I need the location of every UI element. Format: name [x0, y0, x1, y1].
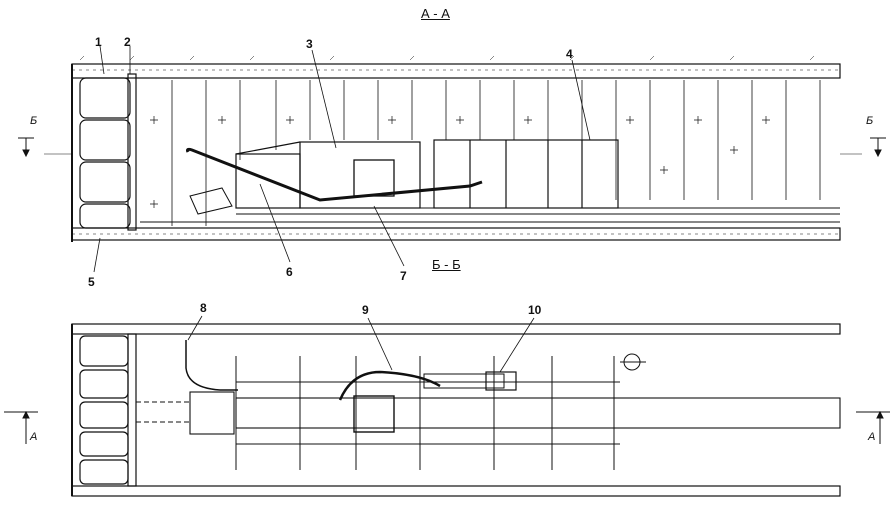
- plan-conveyor: [136, 391, 841, 435]
- plan-shield: [79, 333, 137, 487]
- cut-label-a-left: А: [30, 431, 38, 443]
- section-bb-view: [4, 315, 890, 497]
- callout-leaders-top: [93, 45, 591, 273]
- callout-1: 1: [95, 35, 102, 49]
- callout-6: 6: [286, 265, 293, 279]
- callout-4: 4: [566, 47, 573, 61]
- cut-arrow-b-right: [870, 137, 886, 158]
- plan-bottom-wall: [71, 485, 841, 497]
- plan-pump-unit: [353, 395, 395, 433]
- shield-cutterhead: [71, 64, 137, 242]
- lining-rings: [171, 80, 821, 226]
- slurry-pipe: [186, 147, 483, 202]
- cut-arrow-a-left: [4, 410, 38, 444]
- callout-9: 9: [362, 303, 369, 317]
- plan-top-wall: [71, 323, 841, 335]
- cut-arrow-b-left: [18, 137, 34, 158]
- plan-hose: [185, 340, 238, 391]
- section-aa-view: [18, 45, 886, 273]
- section-aa-title: А - А: [421, 6, 450, 21]
- platform-frame: [235, 139, 619, 209]
- plan-platform: [235, 356, 620, 470]
- section-bb-title: Б - Б: [432, 257, 461, 272]
- callout-7: 7: [400, 269, 407, 283]
- erector-bracket: [189, 187, 233, 215]
- callout-2: 2: [124, 35, 131, 49]
- cut-label-b-left: Б: [30, 115, 38, 127]
- callout-3: 3: [306, 37, 313, 51]
- lining-crosses: [150, 116, 770, 208]
- rail-track: [140, 207, 840, 223]
- roof-rock-band: [71, 63, 841, 79]
- cut-arrow-a-right: [856, 410, 890, 444]
- roof-hatch: [79, 55, 815, 61]
- callout-10: 10: [528, 303, 542, 317]
- pump-unit: [353, 159, 395, 197]
- cut-label-a-right: А: [868, 431, 876, 443]
- cut-label-b-right: Б: [866, 115, 874, 127]
- callout-leaders-bottom: [187, 315, 535, 373]
- callout-5: 5: [88, 275, 95, 289]
- callout-8: 8: [200, 301, 207, 315]
